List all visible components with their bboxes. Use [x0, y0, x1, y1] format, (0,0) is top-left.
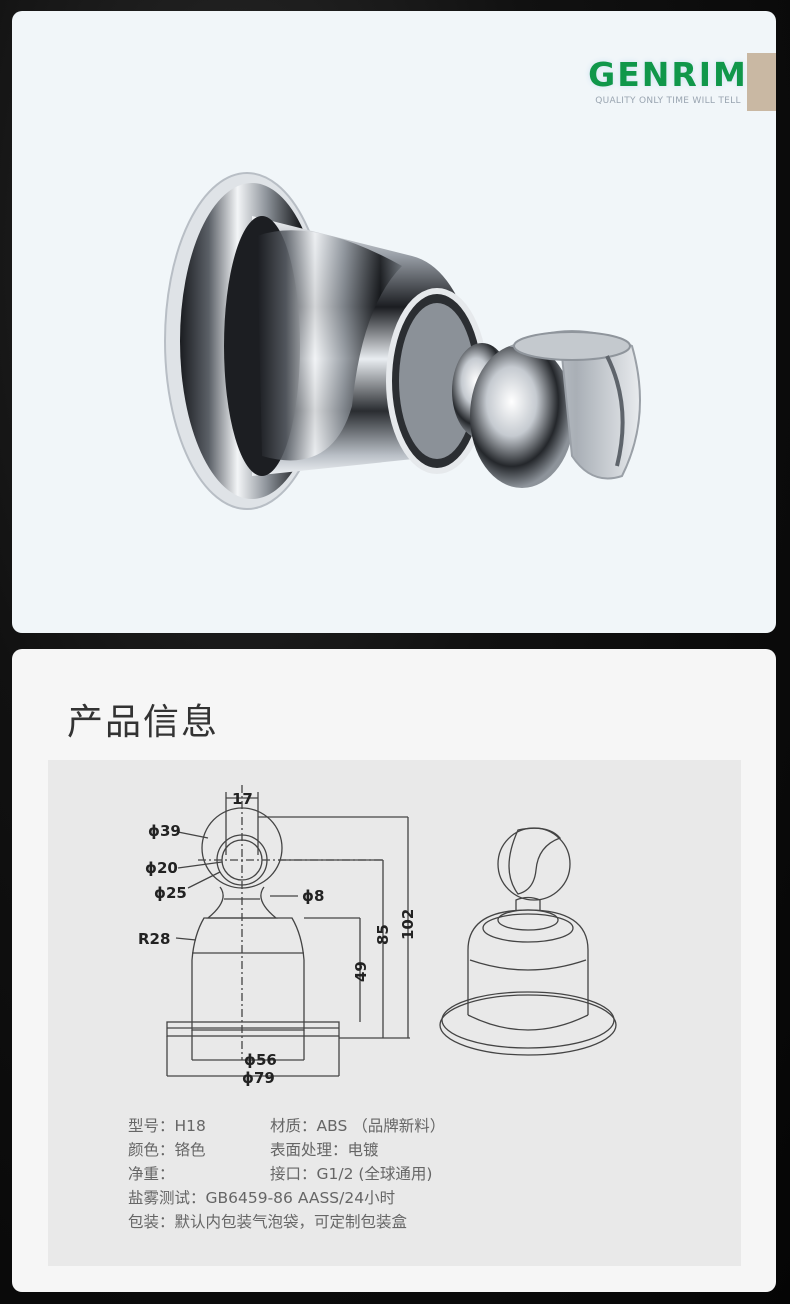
product-info-card: 产品信息: [12, 649, 776, 1292]
dim-neck: ϕ8: [302, 887, 324, 905]
dim-center-height: 85: [374, 924, 392, 945]
spec-interface: 接口：G1/2 (全球通用): [270, 1165, 433, 1183]
dim-ring: ϕ25: [154, 884, 187, 902]
brand-logo: GENRIM QUALITY ONLY TIME WILL TELL: [578, 55, 758, 106]
spec-panel: 17 ϕ39 ϕ20 ϕ25 ϕ8 R28 ϕ56 ϕ79 49 85 102: [48, 760, 741, 1266]
spec-model: 型号：H18: [128, 1117, 206, 1135]
section-title: 产品信息: [67, 702, 220, 743]
dim-ball-outer: ϕ39: [148, 822, 181, 840]
dim-body-diameter: ϕ56: [244, 1051, 277, 1069]
spec-weight: 净重：: [128, 1165, 175, 1183]
spec-packaging: 包装：默认内包装气泡袋，可定制包装盒: [128, 1213, 408, 1231]
spec-material: 材质：ABS （品牌新料）: [270, 1117, 446, 1135]
technical-drawing: 17 ϕ39 ϕ20 ϕ25 ϕ8 R28 ϕ56 ϕ79 49 85 102: [138, 785, 617, 1087]
spec-row: 净重： 接口：G1/2 (全球通用): [128, 1162, 445, 1186]
dim-total-height: 102: [399, 909, 417, 940]
product-photo: [164, 172, 641, 510]
spec-salt-spray: 盐雾测试：GB6459-86 AASS/24小时: [128, 1189, 396, 1207]
dim-base-diameter: ϕ79: [242, 1069, 275, 1087]
spec-row: 颜色：铬色 表面处理：电镀: [128, 1138, 445, 1162]
dim-ball-inner: ϕ20: [145, 859, 178, 877]
brand-name: GENRIM: [588, 55, 748, 94]
spec-finish: 表面处理：电镀: [270, 1141, 379, 1159]
brand-color-swatch: [747, 53, 776, 111]
dim-top-width: 17: [232, 790, 253, 808]
spec-color: 颜色：铬色: [128, 1141, 206, 1159]
hero-card: GENRIM QUALITY ONLY TIME WILL TELL: [12, 11, 776, 633]
spec-list: 型号：H18 材质：ABS （品牌新料） 颜色：铬色 表面处理：电镀 净重： 接…: [128, 1114, 445, 1234]
dim-body-height: 49: [352, 961, 370, 982]
dim-radius: R28: [138, 930, 170, 948]
brand-tagline: QUALITY ONLY TIME WILL TELL: [595, 96, 741, 106]
spec-row: 型号：H18 材质：ABS （品牌新料）: [128, 1114, 445, 1138]
